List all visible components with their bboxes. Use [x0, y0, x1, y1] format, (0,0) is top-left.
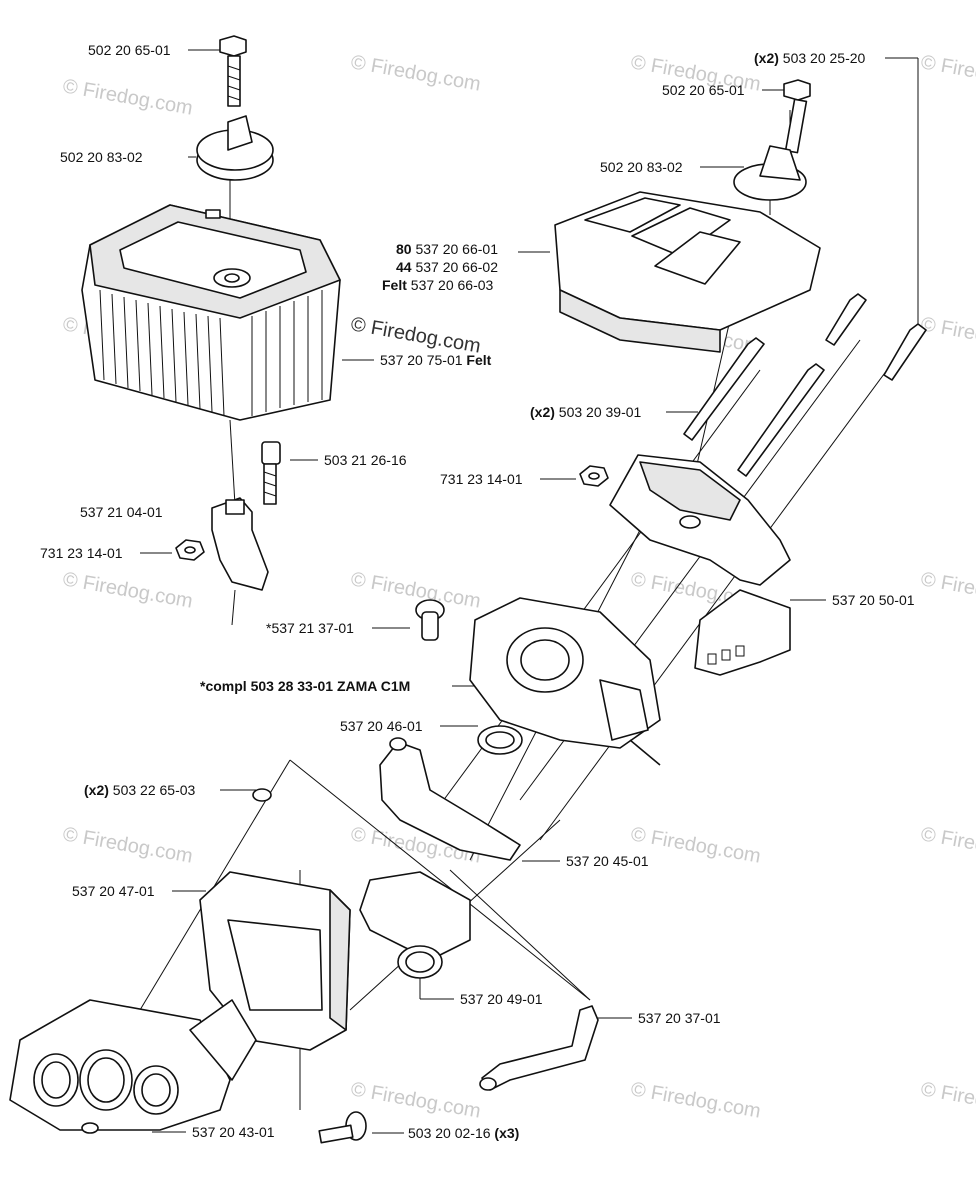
watermark: © Firedog.com [61, 75, 194, 119]
label-bold-text: 80 [396, 241, 415, 257]
label-text: 502 20 83-02 [600, 159, 683, 175]
watermark: © Firedog.com [61, 568, 194, 612]
part-label: 44 537 20 66-02 [396, 259, 498, 275]
part-pin-small [252, 788, 272, 802]
label-text: 503 20 02-16 [408, 1125, 494, 1141]
part-cylinder-manifold [9, 999, 257, 1134]
part-label: 537 20 45-01 [566, 853, 649, 869]
label-text: 502 20 83-02 [60, 149, 143, 165]
part-label: 537 20 37-01 [638, 1010, 721, 1026]
part-label: (x2) 503 20 25-20 [754, 50, 866, 66]
part-gasket-ring [477, 725, 523, 755]
part-nut-left [175, 539, 205, 561]
label-text: *537 21 37-01 [266, 620, 354, 636]
part-intake-flange [199, 871, 351, 1051]
part-label: 503 21 26-16 [324, 452, 407, 468]
part-bracket-left [211, 497, 269, 591]
watermark: © Firedog.com [349, 568, 482, 612]
part-carburetor [469, 597, 661, 766]
part-label: 503 20 02-16 (x3) [408, 1125, 519, 1141]
part-nut-right [579, 465, 609, 487]
part-label: *compl 503 28 33-01 ZAMA C1M [200, 678, 410, 694]
part-label: (x2) 503 20 39-01 [530, 404, 642, 420]
part-label: 537 20 46-01 [340, 718, 423, 734]
part-intake-boot [359, 871, 471, 979]
part-label: 537 20 43-01 [192, 1124, 275, 1140]
watermark: © Firedog.com [629, 1078, 762, 1122]
label-text: 537 20 49-01 [460, 991, 543, 1007]
part-label: 537 20 47-01 [72, 883, 155, 899]
label-text: 537 20 66-03 [411, 277, 494, 293]
label-text: 502 20 65-01 [662, 82, 745, 98]
part-air-filter-left [81, 204, 341, 421]
part-air-filter-right [554, 191, 821, 353]
part-label: 537 21 04-01 [80, 504, 163, 520]
label-text: 503 20 39-01 [559, 404, 642, 420]
label-text: 537 20 46-01 [340, 718, 423, 734]
watermark: © Firedog.com [919, 823, 976, 867]
part-label: 502 20 65-01 [88, 42, 171, 58]
label-text: 503 22 65-03 [113, 782, 196, 798]
part-label: *537 21 37-01 [266, 620, 354, 636]
label-bold-text: (x3) [494, 1125, 519, 1141]
part-spacer [379, 737, 521, 861]
part-label: 502 20 83-02 [600, 159, 683, 175]
part-choke-lever [415, 599, 445, 641]
part-grommet-left [196, 115, 274, 181]
watermark: © Firedog.com [629, 823, 762, 867]
part-bolt-top-left [219, 35, 247, 107]
watermark: © Firedog.com [919, 51, 976, 95]
watermark: © Firedog.com [919, 568, 976, 612]
part-label: 537 20 75-01 Felt [380, 352, 492, 368]
label-text: 537 20 47-01 [72, 883, 155, 899]
label-text: 731 23 14-01 [440, 471, 523, 487]
part-labels: 502 20 65-01 502 20 83-02 537 20 75-01 F… [40, 42, 915, 1141]
label-text: 503 21 26-16 [324, 452, 407, 468]
watermark: © Firedog.com [349, 51, 482, 95]
label-bold-text: (x2) [754, 50, 783, 66]
part-label: Felt 537 20 66-03 [382, 277, 494, 293]
part-impulse-hose [479, 1005, 599, 1091]
part-screw-bottom [318, 1111, 367, 1144]
part-carb-housing [609, 454, 791, 586]
part-long-bolts [683, 293, 927, 477]
label-text: 537 20 66-01 [415, 241, 498, 257]
label-text: 537 21 04-01 [80, 504, 163, 520]
label-text: 537 20 75-01 [380, 352, 466, 368]
part-label: 537 20 50-01 [832, 592, 915, 608]
part-label: 731 23 14-01 [40, 545, 123, 561]
part-label: (x2) 503 22 65-03 [84, 782, 196, 798]
label-bold-text: Felt [382, 277, 411, 293]
part-label: 731 23 14-01 [440, 471, 523, 487]
label-text: 503 20 25-20 [783, 50, 866, 66]
label-text: 731 23 14-01 [40, 545, 123, 561]
label-text: 537 20 37-01 [638, 1010, 721, 1026]
label-bold-text: (x2) [530, 404, 559, 420]
watermark: © Firedog.com [349, 1078, 482, 1122]
part-label: 80 537 20 66-01 [396, 241, 498, 257]
part-label: 502 20 65-01 [662, 82, 745, 98]
part-label: 537 20 49-01 [460, 991, 543, 1007]
label-bold-text: Felt [466, 352, 491, 368]
watermark: © Firedog.com [919, 313, 976, 357]
label-text: 537 20 43-01 [192, 1124, 275, 1140]
part-screw-left [261, 441, 281, 505]
part-carb-bracket [694, 589, 791, 676]
label-bold-text: 44 [396, 259, 415, 275]
label-text: 537 20 45-01 [566, 853, 649, 869]
part-label: 502 20 83-02 [60, 149, 143, 165]
watermark: © Firedog.com [61, 823, 194, 867]
label-text: 502 20 65-01 [88, 42, 171, 58]
part-bolt-top-right [783, 79, 811, 154]
label-bold-text: (x2) [84, 782, 113, 798]
label-text: 537 20 50-01 [832, 592, 915, 608]
label-bold-text: *compl 503 28 33-01 ZAMA C1M [200, 678, 410, 694]
part-grommet-right [733, 145, 807, 201]
watermark: © Firedog.com [919, 1078, 976, 1122]
label-text: 537 20 66-02 [415, 259, 498, 275]
